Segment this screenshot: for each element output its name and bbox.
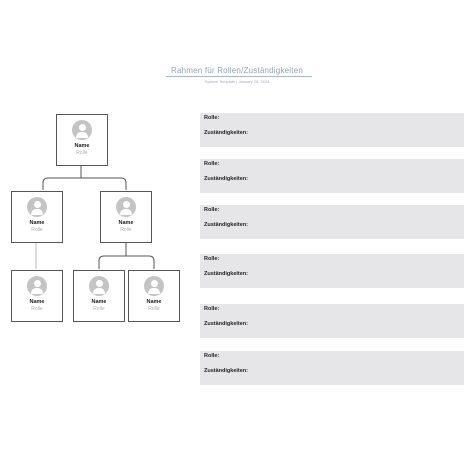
user-avatar-icon	[144, 276, 164, 296]
responsibilities-label: Zuständigkeiten:	[204, 176, 249, 182]
card-name: Name	[29, 299, 45, 305]
role-panel[interactable]: Rolle: Zuständigkeiten:	[200, 351, 464, 385]
card-role: Rolle	[148, 306, 160, 312]
role-panel[interactable]: Rolle: Zuständigkeiten:	[200, 159, 464, 193]
connector-level1-bar	[42, 177, 127, 190]
role-panel[interactable]: Rolle: Zuständigkeiten:	[200, 205, 464, 239]
role-panel[interactable]: Rolle: Zuständigkeiten:	[200, 113, 464, 147]
document-title: Rahmen für Rollen/Zuständigkeiten	[170, 66, 303, 75]
role-label: Rolle:	[204, 115, 220, 121]
card-role: Rolle	[31, 306, 43, 312]
user-avatar-icon	[116, 197, 136, 217]
role-panel[interactable]: Rolle: Zuständigkeiten:	[200, 254, 464, 288]
org-card-mid-right[interactable]: Name Rolle	[100, 191, 152, 243]
responsibilities-label: Zuständigkeiten:	[204, 368, 249, 374]
org-card-leaf-left[interactable]: Name Rolle	[11, 270, 63, 322]
card-role: Rolle	[93, 306, 105, 312]
card-name: Name	[29, 220, 45, 226]
role-label: Rolle:	[204, 161, 220, 167]
responsibilities-label: Zuständigkeiten:	[204, 321, 249, 327]
connector-level2-bar	[98, 255, 155, 269]
responsibilities-label: Zuständigkeiten:	[204, 130, 249, 136]
responsibilities-label: Zuständigkeiten:	[204, 271, 249, 277]
card-role: Rolle	[76, 150, 88, 156]
card-name: Name	[118, 220, 134, 226]
org-card-leaf-right[interactable]: Name Rolle	[128, 270, 180, 322]
role-label: Rolle:	[204, 207, 220, 213]
user-avatar-icon	[27, 276, 47, 296]
role-label: Rolle:	[204, 353, 220, 359]
role-panel[interactable]: Rolle: Zuständigkeiten:	[200, 304, 464, 338]
org-card-root[interactable]: Name Rolle	[56, 114, 108, 166]
card-name: Name	[74, 143, 90, 149]
role-label: Rolle:	[204, 256, 220, 262]
card-name: Name	[91, 299, 107, 305]
card-role: Rolle	[31, 227, 43, 233]
card-name: Name	[146, 299, 162, 305]
title-underline	[166, 76, 312, 77]
user-avatar-icon	[89, 276, 109, 296]
role-label: Rolle:	[204, 306, 220, 312]
org-card-leaf-mid[interactable]: Name Rolle	[73, 270, 125, 322]
responsibilities-label: Zuständigkeiten:	[204, 222, 249, 228]
user-avatar-icon	[72, 120, 92, 140]
document-subtitle: System Template | January 25, 2024	[204, 79, 270, 84]
card-role: Rolle	[120, 227, 132, 233]
user-avatar-icon	[27, 197, 47, 217]
org-card-mid-left[interactable]: Name Rolle	[11, 191, 63, 243]
